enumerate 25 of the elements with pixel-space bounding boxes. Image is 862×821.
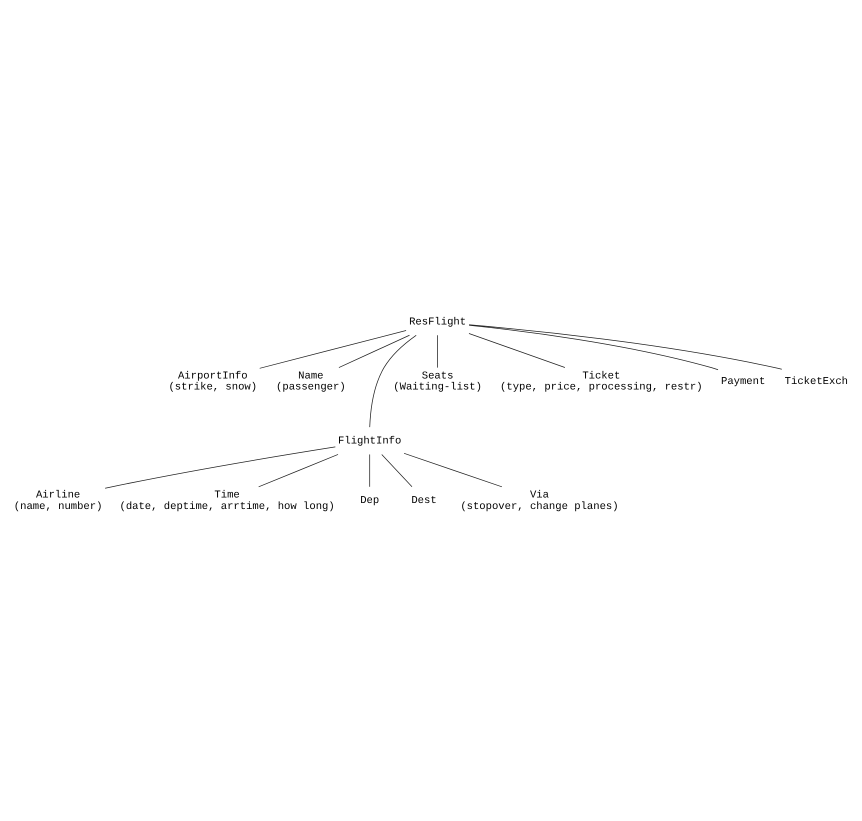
- node-text: Dep: [360, 494, 380, 507]
- node-text: TicketExch: [784, 375, 848, 388]
- node-text: Dest: [411, 494, 437, 507]
- node-text: Via (stopover, change planes): [460, 489, 619, 512]
- node-text: Airline (name, number): [14, 489, 102, 512]
- node-text: Name (passenger): [276, 370, 346, 394]
- connector: [104, 446, 336, 488]
- node-text: AirportInfo (strike, snow): [168, 370, 258, 394]
- node-text: Time (date, deptime, arrtime, how long): [120, 489, 335, 512]
- connector: [258, 454, 338, 487]
- node-text: Seats (Waiting-list): [393, 370, 482, 394]
- connector: [369, 334, 417, 427]
- connector: [468, 324, 718, 370]
- connector: [338, 334, 410, 368]
- node-text: Payment: [720, 375, 766, 388]
- connector: [437, 334, 438, 368]
- node-text: ResFlight: [409, 316, 466, 328]
- connector: [468, 332, 566, 368]
- connector: [369, 454, 370, 487]
- node-text: Ticket (type, price, processing, restr): [500, 370, 703, 394]
- connector: [404, 452, 502, 487]
- connector: [381, 454, 412, 487]
- node-text: FlightInfo: [338, 435, 402, 448]
- connector: [259, 330, 406, 368]
- connector: [468, 324, 782, 370]
